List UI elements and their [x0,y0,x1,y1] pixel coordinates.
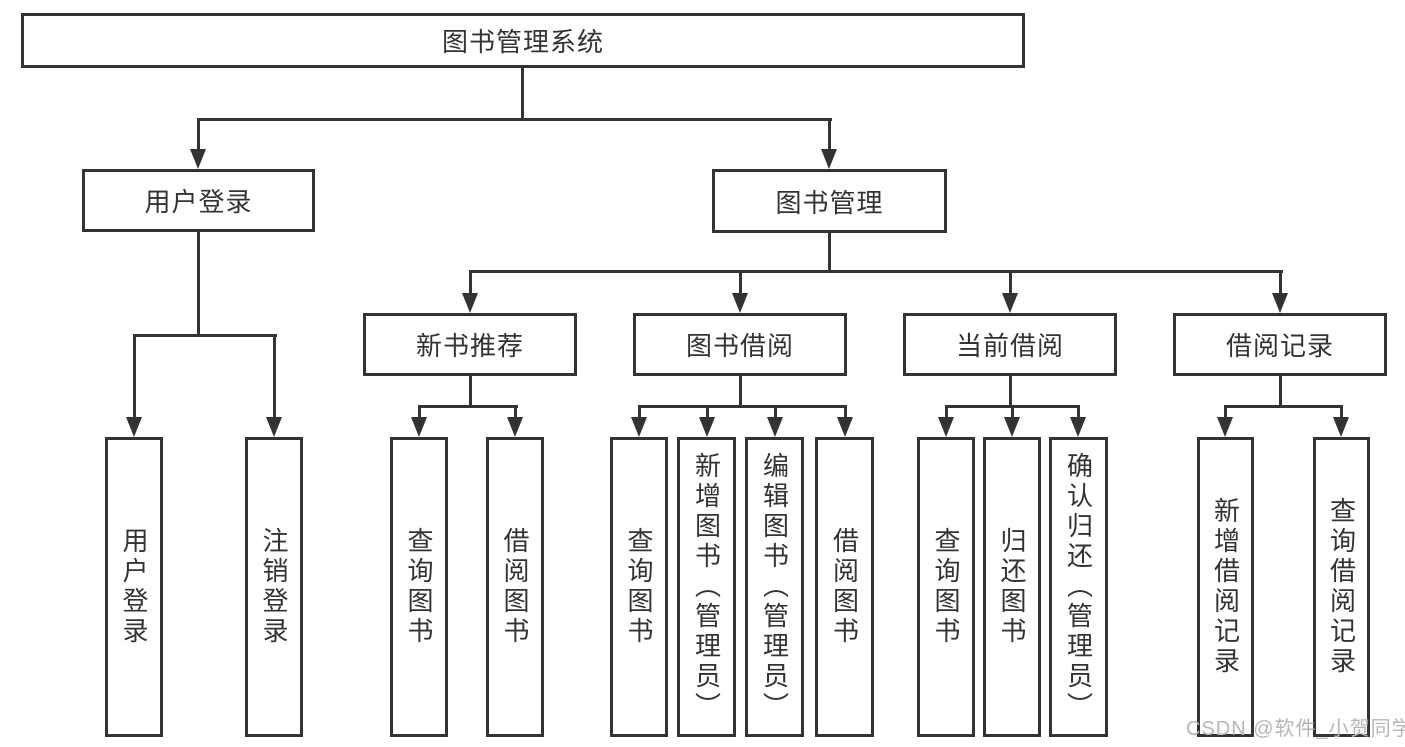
edge-drop-bb-borrow [844,405,847,419]
node-user-login-label: 用户登录 [144,187,253,217]
edge-level3-bar [469,270,1283,273]
arrow-cb-query [938,417,954,437]
leaf-user-login: 用户登录 [105,437,163,737]
arrow-current [1002,293,1018,313]
edge-drop-borrow [739,270,742,293]
node-library-system-label: 图书管理系统 [441,27,604,57]
leaf-bb-edit-books-admin-label: 编辑图书（管理员） [759,452,790,722]
arrow-bb-query [631,417,647,437]
leaf-rec-query-record: 查询借阅记录 [1313,437,1370,737]
leaf-bb-borrow-books-label: 借阅图书 [829,527,860,647]
leaf-rec-query-record-label: 查询借阅记录 [1326,497,1357,677]
node-current-borrow-label: 当前借阅 [955,331,1064,361]
edge-records-bar [1224,405,1343,408]
arrow-records [1272,293,1288,313]
leaf-bb-borrow-books: 借阅图书 [815,437,874,737]
arrow-cb-confirm [1070,417,1086,437]
edge-drop-cb-query [945,405,948,419]
arrow-cb-return [1004,417,1020,437]
leaf-nb-query-books: 查询图书 [390,437,448,737]
node-borrow-records-label: 借阅记录 [1225,331,1334,361]
node-book-management: 图书管理 [712,169,947,233]
leaf-rec-add-record-label: 新增借阅记录 [1210,497,1241,677]
leaf-rec-add-record: 新增借阅记录 [1197,437,1254,737]
edge-current-stem [1009,375,1012,407]
edge-user-login-stem [197,232,200,336]
edge-drop-nb-borrow [514,405,517,419]
arrow-bb-borrow [837,417,853,437]
edge-records-stem [1279,375,1282,407]
node-library-system: 图书管理系统 [21,13,1025,68]
arrow-bb-edit [767,417,783,437]
arrow-nb-query [411,417,427,437]
edge-drop-new-book [469,270,472,293]
leaf-cb-confirm-return-admin-label: 确认归还（管理员） [1063,452,1094,722]
edge-drop-rec-query [1340,405,1343,419]
node-user-login: 用户登录 [82,169,315,232]
edge-new-book-bar [418,405,518,408]
leaf-cb-confirm-return-admin: 确认归还（管理员） [1049,437,1108,737]
edge-borrow-stem [739,375,742,407]
leaf-bb-query-books: 查询图书 [610,437,668,737]
edge-level2-bar [197,118,832,121]
csdn-watermark: CSDN @软件_小贺同学 [1186,718,1405,740]
leaf-bb-add-books-admin-label: 新增图书（管理员） [691,452,722,722]
leaf-cb-query-books-label: 查询图书 [931,527,961,647]
leaf-logout: 注销登录 [245,437,303,737]
node-book-management-label: 图书管理 [775,187,884,218]
leaf-logout-label: 注销登录 [259,527,289,647]
edge-drop-cb-confirm [1077,405,1080,419]
edge-drop-records [1279,270,1282,293]
arrow-user-login [190,149,206,169]
arrow-leaf-login [126,417,142,437]
edge-drop-current [1009,270,1012,293]
edge-drop-rec-add [1224,405,1227,419]
leaf-bb-add-books-admin: 新增图书（管理员） [677,437,736,737]
leaf-cb-query-books: 查询图书 [917,437,975,737]
leaf-cb-return-books: 归还图书 [983,437,1041,737]
arrow-rec-add [1217,417,1233,437]
edge-drop-leaf-logout [273,334,276,417]
leaf-nb-query-books-label: 查询图书 [404,527,434,647]
leaf-cb-return-books-label: 归还图书 [997,527,1027,647]
edge-borrow-bar [638,405,847,408]
edge-drop-bb-edit [774,405,777,419]
node-current-borrow: 当前借阅 [903,313,1117,376]
leaf-nb-borrow-books: 借阅图书 [486,437,544,737]
edge-drop-bb-add [706,405,709,419]
edge-book-mgmt-stem [828,233,831,272]
leaf-bb-edit-books-admin: 编辑图书（管理员） [745,437,804,737]
arrow-book-mgmt [821,149,837,169]
edge-root-stem [521,68,524,119]
leaf-bb-query-books-label: 查询图书 [624,527,654,647]
edge-new-book-stem [469,375,472,407]
edge-drop-nb-query [418,405,421,419]
arrow-rec-query [1333,417,1349,437]
edge-drop-book-mgmt [828,118,831,150]
arrow-borrow [732,293,748,313]
node-book-borrow: 图书借阅 [633,313,847,376]
node-borrow-records: 借阅记录 [1173,313,1387,376]
node-book-borrow-label: 图书借阅 [685,331,794,361]
edge-user-login-bar [133,334,277,337]
edge-drop-bb-query [638,405,641,419]
edge-drop-user-login [197,118,200,150]
node-new-book-recommend: 新书推荐 [363,313,577,376]
arrow-bb-add [699,417,715,437]
edge-drop-cb-return [1011,405,1014,419]
leaf-user-login-label: 用户登录 [119,527,149,647]
node-new-book-recommend-label: 新书推荐 [415,331,524,361]
edge-drop-leaf-login [133,334,136,417]
arrow-new-book [462,293,478,313]
arrow-nb-borrow [507,417,523,437]
leaf-nb-borrow-books-label: 借阅图书 [500,527,530,647]
arrow-leaf-logout [266,417,282,437]
